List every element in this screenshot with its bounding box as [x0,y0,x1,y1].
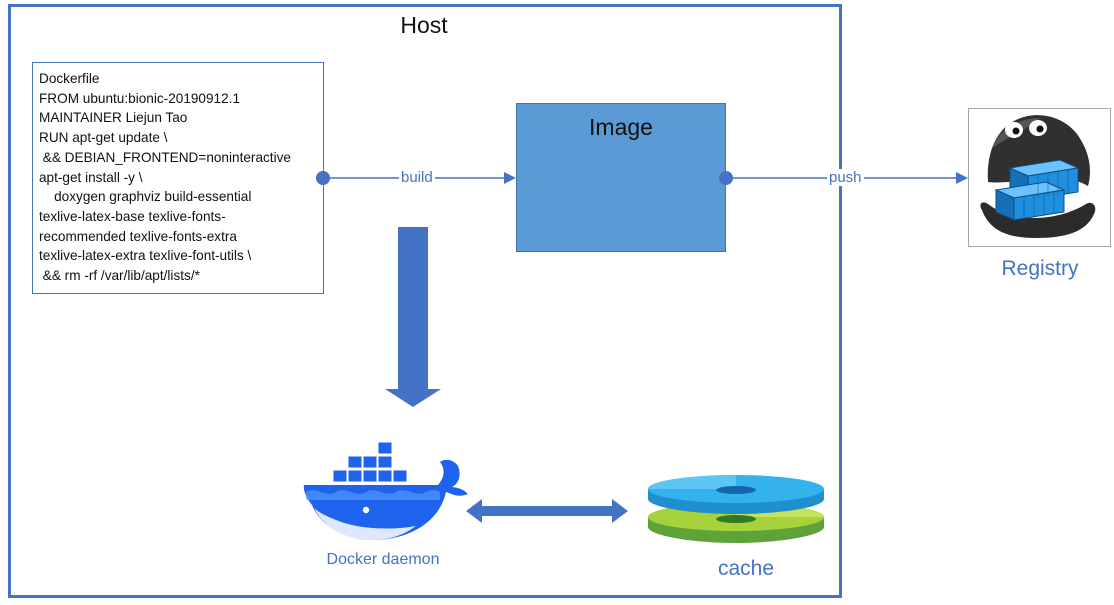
dockerfile-line: MAINTAINER Liejun Tao [39,110,188,126]
build-label: build [399,169,435,186]
dockerfile-line: apt-get install -y \ [39,169,143,185]
dockerfile-line: RUN apt-get update \ [39,130,168,146]
cache-label: cache [717,557,775,580]
registry-oyster-icon [980,115,1096,238]
dockerfile-line: && rm -rf /var/lib/apt/lists/* [39,268,200,284]
dockerfile-line: doxygen graphviz build-essential [39,189,252,205]
dockerfile-line: && DEBIAN_FRONTEND=noninteractive [39,149,291,165]
build-down-arrow [385,227,441,407]
push-label: push [827,169,864,186]
dockerfile-line: FROM ubuntu:bionic-20190912.1 [39,90,241,106]
dockerfile-line: texlive-latex-extra texlive-font-utils \ [39,248,252,264]
image-box: Image [516,103,726,252]
docker-whale-icon [303,441,468,540]
cache-disks-icon [648,475,824,543]
host-boundary [8,4,842,598]
dockerfile-line: Dockerfile [39,71,100,86]
image-label: Image [589,114,653,140]
daemon-cache-double-arrow [466,499,628,523]
docker-daemon-label: Docker daemon [326,551,440,568]
host-title: Host [400,12,448,38]
dockerfile-line: recommended texlive-fonts-extra [39,228,237,244]
registry-label: Registry [1001,257,1079,280]
dockerfile-box: Dockerfile FROM ubuntu:bionic-20190912.1… [32,62,324,294]
dockerfile-line: texlive-latex-base texlive-fonts- [39,208,226,224]
